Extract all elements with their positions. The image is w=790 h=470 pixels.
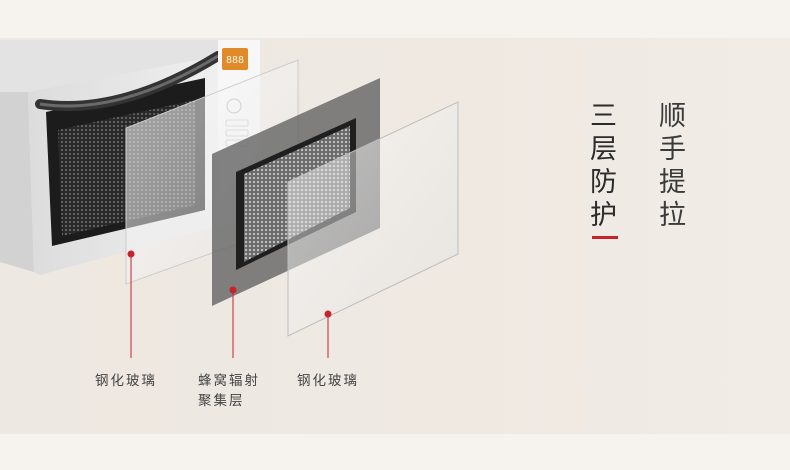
- headline-main-char: 护: [590, 200, 617, 231]
- headline-main-char: 层: [590, 134, 617, 165]
- display-panel: [222, 48, 248, 70]
- headline-secondary: 顺 手 提 拉: [659, 103, 686, 235]
- caption-line: 聚集层: [198, 393, 245, 409]
- headline-main: 三 层 防 护: [590, 103, 617, 235]
- headline-secondary-char: 手: [659, 134, 686, 165]
- headline-secondary-char: 拉: [659, 200, 686, 231]
- callout-dot-2: [229, 286, 237, 294]
- caption-line: 钢化玻璃: [297, 373, 359, 389]
- caption-glass-1: 钢化玻璃: [95, 371, 157, 391]
- glass-layer-3: [287, 101, 459, 337]
- caption-line: 蜂窝辐射: [198, 373, 260, 389]
- caption-glass-3: 钢化玻璃: [297, 371, 359, 391]
- headline-secondary-char: 顺: [659, 101, 686, 132]
- headline-main-char: 防: [590, 167, 617, 198]
- caption-line: 钢化玻璃: [95, 373, 157, 389]
- callout-pointers: [127, 250, 332, 358]
- callout-dot-3: [324, 310, 332, 318]
- accent-dash: [592, 236, 618, 239]
- headline-secondary-char: 提: [659, 167, 686, 198]
- callout-dot-1: [127, 250, 135, 258]
- headline-main-char: 三: [590, 101, 617, 132]
- caption-honeycomb: 蜂窝辐射 聚集层: [198, 371, 260, 411]
- display-readout: 888: [226, 55, 244, 66]
